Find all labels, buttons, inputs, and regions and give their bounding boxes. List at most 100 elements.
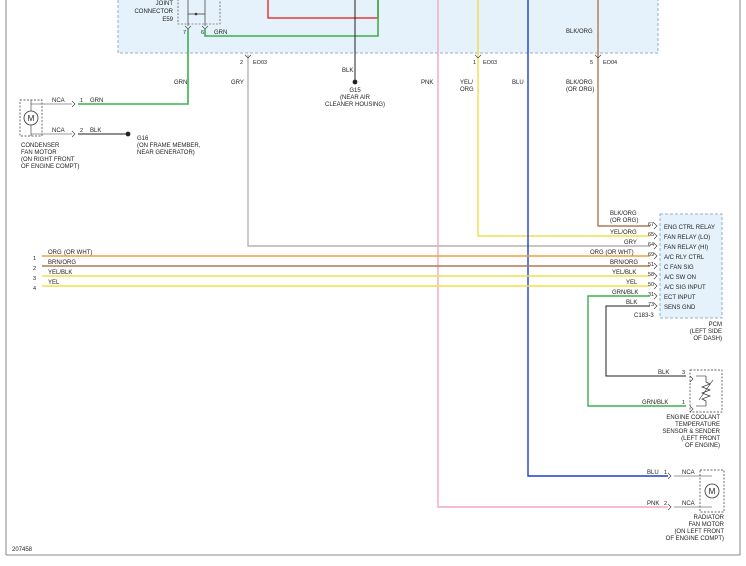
pcm-row-10-label: SENS GND [664,305,696,311]
left-input-3-wire: YEL/BLK [48,270,72,276]
g16-id: G16 [137,136,149,142]
joint-connector-pin-7: 7 [183,30,186,36]
g15-id: G15 [349,88,361,94]
condenser-nca-1: NCA [52,98,65,104]
left-input-4-wire: YEL [48,280,60,286]
ect-resistor-icon [701,376,711,406]
g15-desc-1: (NEAR AIR [340,95,371,101]
pcm-connector-id: C183-3 [634,313,654,319]
ect-label-2: TEMPERATURE [675,422,720,428]
pcm-row-1-label: ENG CTRL RELAY [664,225,715,231]
pcm-row-5-wire: ORG (OR WHT) [590,250,634,256]
wire-blk-org-top-label: BLK/ORG [566,29,593,35]
pcm-row-3-wire: YEL/ORG [610,230,637,236]
pcm-row-7-label: A/C SW ON [664,275,696,281]
wire-blu [527,0,668,477]
splice-eo3-a-pin: 2 [240,60,243,66]
wire-blk-org [597,0,650,227]
joint-connector-pin-6: 6 [201,30,204,36]
wire-blk-ect [605,305,686,377]
ground-g15-icon [352,79,358,85]
radiator-label-2: FAN MOTOR [688,522,724,528]
pcm-row-10-pin: 73 [648,302,654,308]
condenser-wire-2: BLK [90,128,101,134]
pcm-row-6-label: C FAN SIG [664,265,694,271]
pcm-row-3-pin: 65 [648,232,654,238]
wire-yel-org [477,0,650,237]
svg-text:M: M [709,487,716,496]
pcm-row-5-label: A/C RLY CTRL [664,255,705,261]
wire-yel-org-label-1: YEL/ [460,80,473,86]
ect-label-3: SENSOR & SENDER [662,429,720,435]
pcm-row-9-pin: 31 [648,292,654,298]
condenser-label-1: CONDENSER [21,143,60,149]
radiator-motor-icon [704,483,720,499]
radiator-motor-box [699,469,725,513]
splice-eo3-a-id: EO03 [253,60,267,66]
condenser-pin-1: 1 [80,98,83,104]
pcm-connector-ticks [653,222,658,310]
pcm-box [659,213,723,319]
joint-connector-wire: GRN [214,30,227,36]
pcm-row-9-label: ECT INPUT [664,295,696,301]
wire-blk-g15-label: BLK [342,68,353,74]
radiator-wire-1: BLU [647,470,659,476]
condenser-label-4: OF ENGINE COMPT) [21,164,79,170]
pcm-row-10-wire: BLK [626,300,637,306]
left-input-1-wire: ORG [48,250,62,256]
wire-gry-label: GRY [231,80,244,86]
radiator-pin-2: 2 [664,501,667,507]
ect-sensor-box [689,369,723,413]
ect-wire-1: GRN/BLK [642,400,668,406]
pcm-row-4-pin: 64 [648,242,654,248]
left-input-4-num: 4 [33,286,36,292]
ground-g16-icon [125,131,131,137]
pcm-label-2: (LEFT SIDE [690,329,722,335]
pcm-row-7-pin: 58 [648,272,654,278]
radiator-label-4: OF ENGINE COMPT) [666,536,724,542]
pcm-row-5-pin: 69 [648,252,654,258]
g16-desc-1: (ON FRAME MEMBER, [137,143,201,149]
wire-gry [247,55,650,247]
joint-connector-box [177,0,221,25]
radiator-nca-2: NCA [682,501,695,507]
radiator-nca-1: NCA [682,470,695,476]
joint-connector-title-1: JOINT [156,1,174,7]
wire-grn-loop [204,0,379,37]
pcm-row-1-pin: 67 [648,222,654,228]
wire-blk-org-alt-label: (OR ORG) [566,87,594,93]
wire-blk-org-label: BLK/ORG [566,80,593,86]
ect-pin-1: 1 [682,400,685,406]
condenser-label-3: (ON RIGHT FRONT [21,157,75,163]
pcm-label-1: PCM [709,322,722,328]
left-input-3-num: 3 [33,276,36,282]
wire-pnk-label: PNK [421,80,433,86]
condenser-nca-2: NCA [52,128,65,134]
left-input-2-num: 2 [33,266,36,272]
g15-desc-2: CLEANER HOUSING) [325,102,385,108]
pcm-row-6-pin: 51 [648,262,654,268]
radiator-label-1: RADIATOR [694,515,725,521]
joint-connector-title-2: CONNECTOR [134,9,173,15]
pcm-row-2-wire: (OR ORG) [610,218,638,224]
radiator-wire-2: PNK [647,501,659,507]
splice-eo3-b-id: EO03 [483,60,497,66]
condenser-label-2: FAN MOTOR [21,150,57,156]
diagram-id: 207458 [12,547,33,553]
ect-label-1: ENGINE COOLANT [666,415,720,421]
g16-desc-2: NEAR GENERATOR) [137,150,195,156]
left-input-1-alt: (OR WHT) [64,250,92,256]
pcm-row-8-label: A/C SIG INPUT [664,285,706,291]
radiator-pin-1: 1 [664,470,667,476]
splice-eo3-b-pin: 1 [473,60,476,66]
ect-wire-3: BLK [658,370,669,376]
wire-grn-condenser [78,29,189,105]
wire-grn-blk-ect [587,295,686,407]
module-box [117,0,659,54]
splice-eo4-id: EO04 [603,60,617,66]
condenser-wire-1: GRN [90,98,103,104]
pcm-row-1-wire: BLK/ORG [610,211,637,217]
pcm-row-8-pin: 50 [648,282,654,288]
